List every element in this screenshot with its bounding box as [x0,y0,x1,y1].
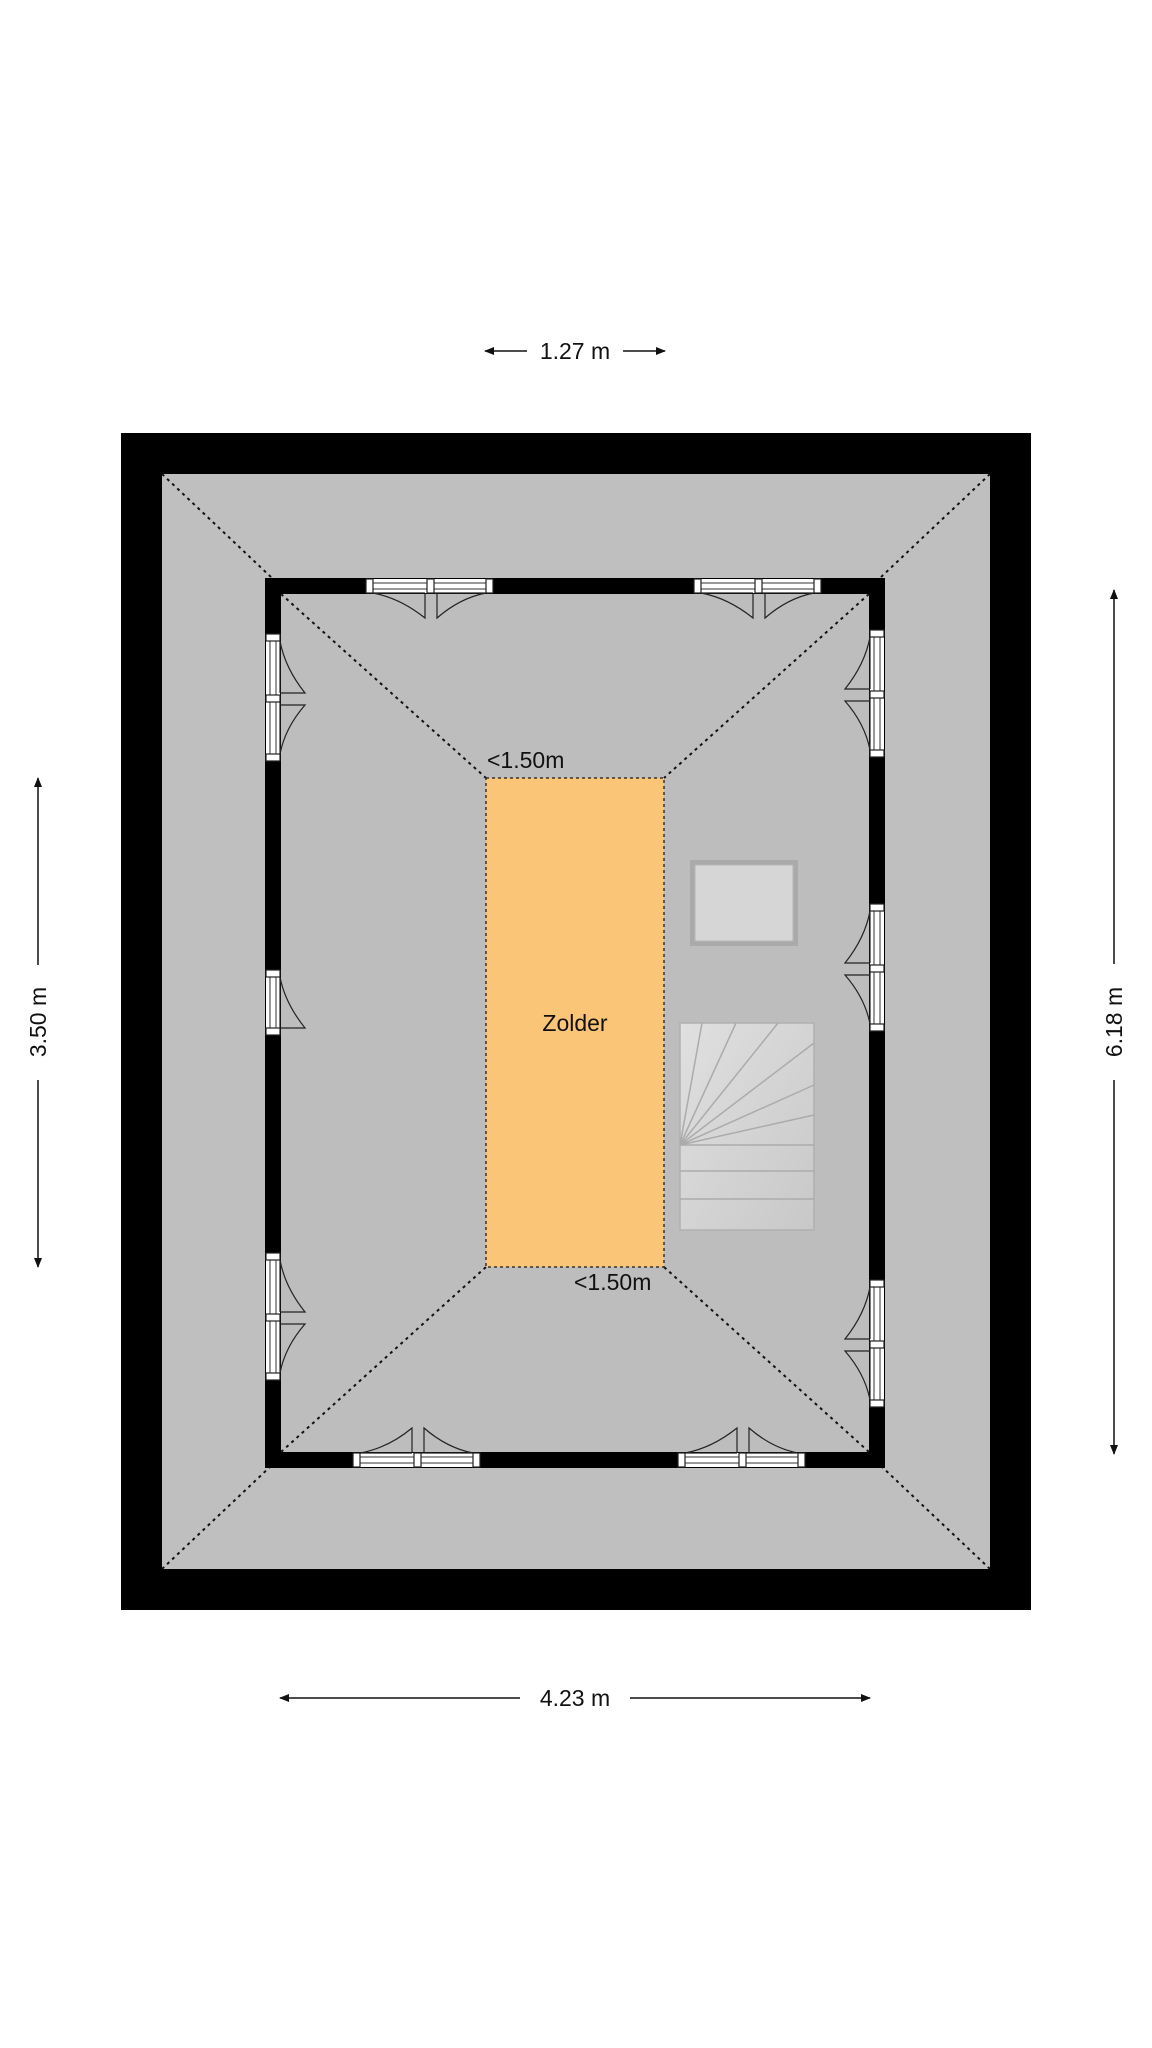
window-icon [843,629,885,758]
dimension-right: 6.18 m [1101,589,1127,1455]
room-zolder [485,777,665,1268]
dimension-bottom: 4.23 m [279,1685,871,1711]
window-icon [265,1252,307,1381]
dimension-bottom-label: 4.23 m [540,1685,610,1711]
window-icon [365,578,494,620]
window-icon [265,969,307,1036]
room-label: Zolder [542,1010,608,1036]
window-icon [265,633,307,762]
height-note-top: <1.50m [487,747,564,773]
window-icon [843,903,885,1032]
dimension-top-label: 1.27 m [540,338,610,364]
dimension-left: 3.50 m [25,777,51,1268]
window-icon [843,1279,885,1408]
height-note-bottom: <1.50m [574,1269,651,1295]
window-icon [352,1426,481,1468]
window-icon [693,578,822,620]
stair-icon [679,1022,815,1231]
dimension-right-label: 6.18 m [1101,987,1127,1057]
window-icon [677,1426,806,1468]
hatch-icon [690,860,798,946]
hip-lines-outer [161,473,991,1570]
dimension-left-label: 3.50 m [25,987,51,1057]
dimension-top: 1.27 m [484,338,666,364]
